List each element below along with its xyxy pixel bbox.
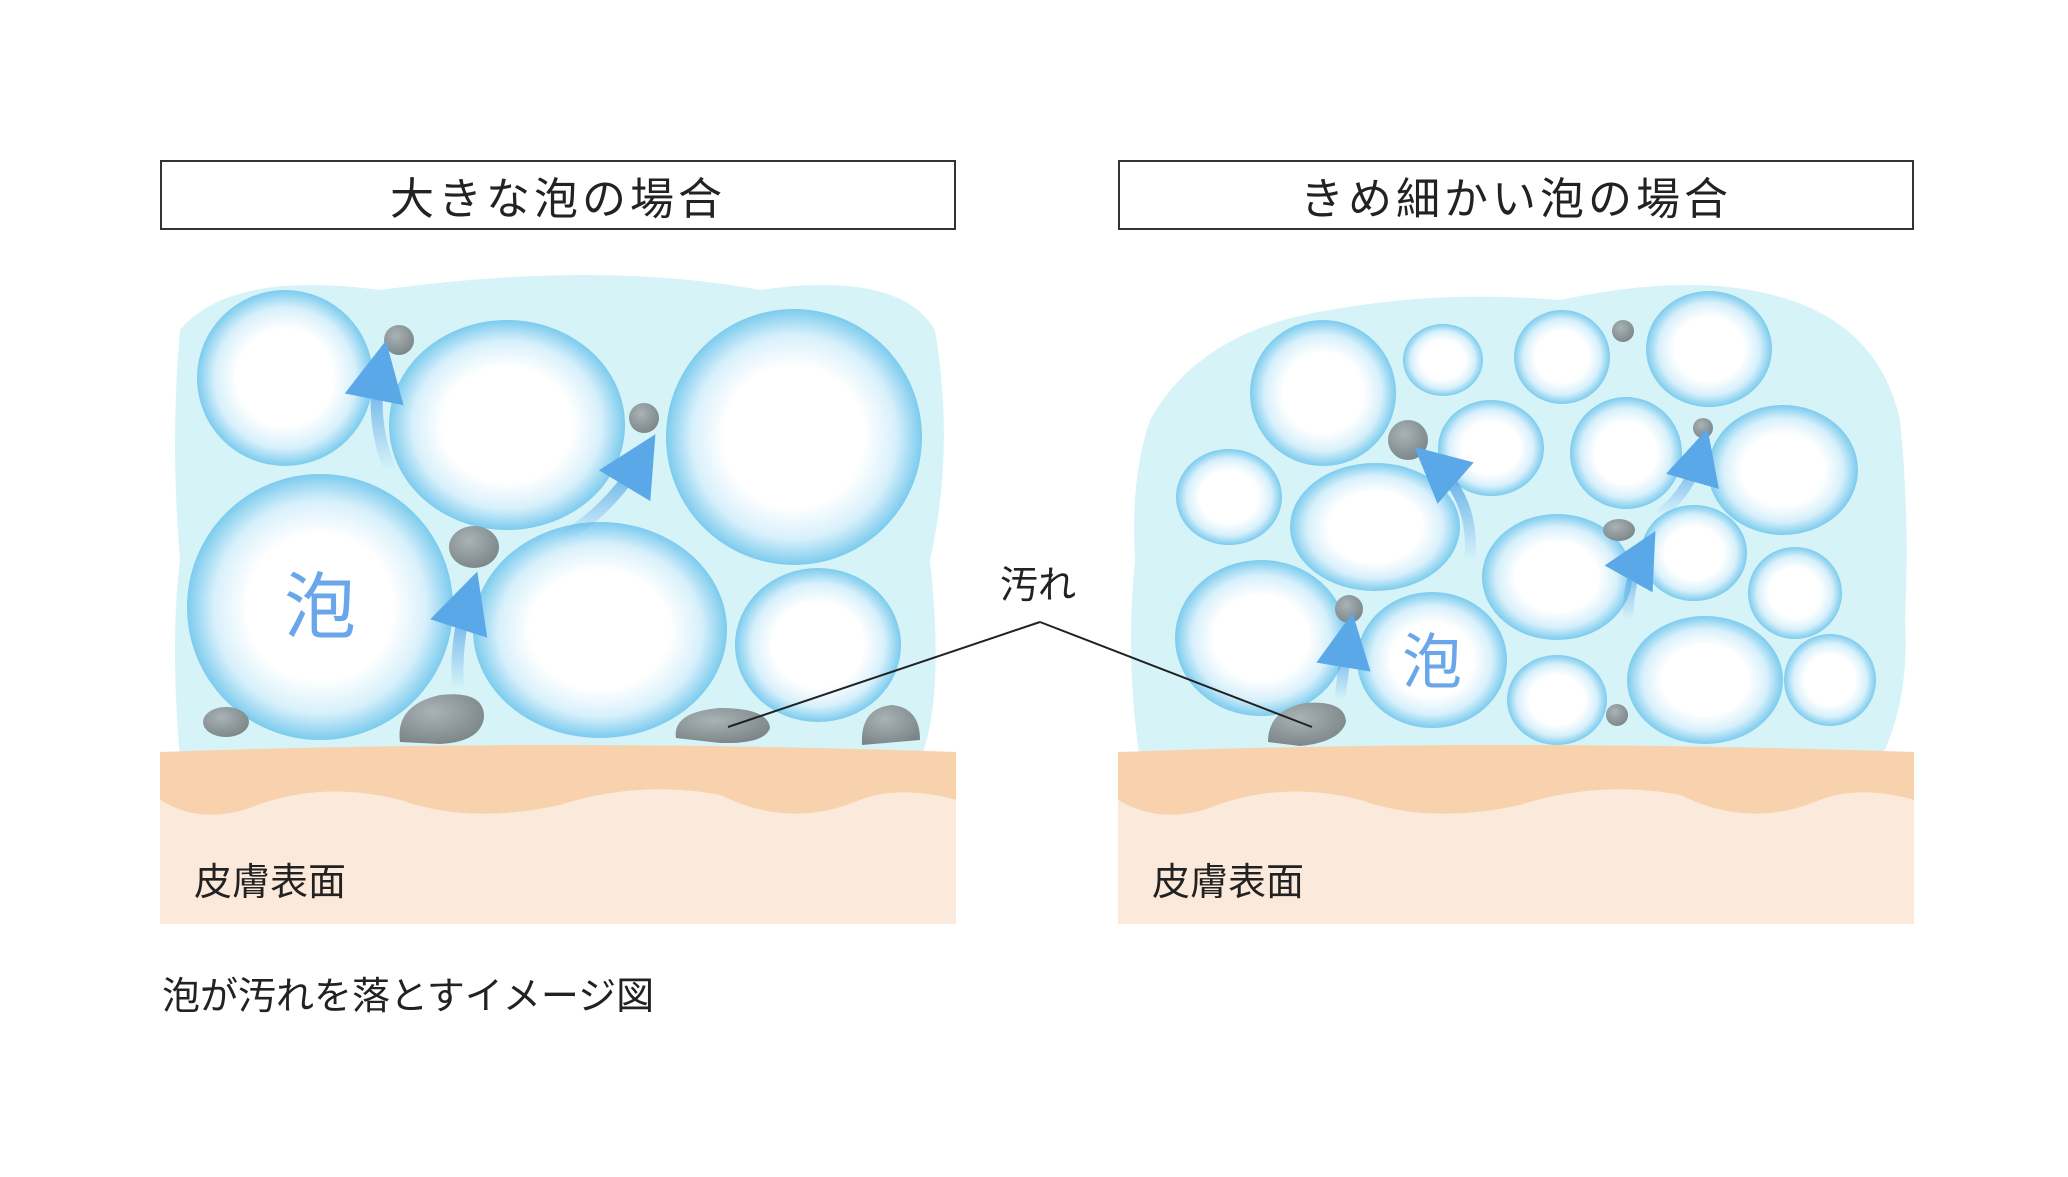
- dirt-particle: [449, 526, 499, 568]
- lift-arrow: [430, 571, 488, 691]
- dirt-particle: [384, 325, 414, 355]
- bubble: [1708, 405, 1858, 535]
- bubble-labeled: [1357, 592, 1507, 728]
- dirt-particle: [1388, 420, 1428, 460]
- dirt-particle: [861, 705, 920, 745]
- bubble: [666, 309, 922, 565]
- bubble: [1250, 320, 1396, 466]
- bubble: [1290, 463, 1460, 591]
- lift-arrow: [1604, 531, 1656, 621]
- dirt-particle: [203, 707, 249, 737]
- skin-surface-label: 皮膚表面: [1152, 860, 1304, 904]
- lift-arrow: [1414, 446, 1477, 561]
- bubble: [1627, 616, 1783, 744]
- right-panel: 泡 皮膚表面: [1118, 285, 1914, 924]
- bubble-label: 泡: [1402, 628, 1462, 698]
- dirt-particle: [1693, 418, 1713, 438]
- dirt-particle: [1335, 595, 1363, 623]
- skin-surface-layer: [160, 745, 956, 815]
- dirt-label: 汚れ: [1000, 563, 1076, 607]
- skin-surface-layer: [1118, 745, 1914, 815]
- left-panel: 泡 皮膚表面: [160, 275, 956, 924]
- skin-body: [160, 789, 956, 924]
- dirt-particle: [629, 403, 659, 433]
- bubble: [1176, 449, 1282, 545]
- bubble: [389, 320, 625, 530]
- callout-line: [1039, 621, 1313, 728]
- bubble-labeled: [187, 474, 453, 740]
- bubble: [1403, 324, 1483, 396]
- bubble: [735, 568, 901, 722]
- dirt-particle: [1606, 704, 1628, 726]
- bubble: [1507, 655, 1607, 745]
- panel-title-fine-bubbles: きめ細かい泡の場合: [1118, 160, 1914, 230]
- lift-arrow: [344, 340, 404, 473]
- lift-arrow: [1316, 612, 1371, 701]
- dirt-callout: 汚れ: [727, 563, 1313, 728]
- dirt-particle: [1603, 519, 1635, 541]
- bubble: [1175, 560, 1347, 716]
- bubble: [1514, 310, 1610, 404]
- lift-arrow: [1656, 428, 1719, 520]
- dirt-particle: [1612, 320, 1634, 342]
- bubble: [1641, 505, 1747, 601]
- bubble: [1646, 291, 1772, 407]
- bubble: [1482, 514, 1632, 640]
- dirt-particle: [675, 708, 770, 744]
- bubble: [1748, 547, 1842, 639]
- bubble: [473, 522, 727, 738]
- skin-surface-label: 皮膚表面: [194, 860, 346, 904]
- skin-body: [1118, 789, 1914, 924]
- panel-title-large-bubbles: 大きな泡の場合: [160, 160, 956, 230]
- bubble-label: 泡: [284, 565, 356, 649]
- bubble: [1784, 634, 1876, 726]
- bubble: [1570, 397, 1682, 509]
- dirt-particle: [399, 694, 485, 744]
- lift-arrow: [556, 434, 656, 546]
- callout-line: [727, 621, 1041, 728]
- bubble: [197, 290, 373, 466]
- figure-caption: 泡が汚れを落とすイメージ図: [162, 974, 655, 1018]
